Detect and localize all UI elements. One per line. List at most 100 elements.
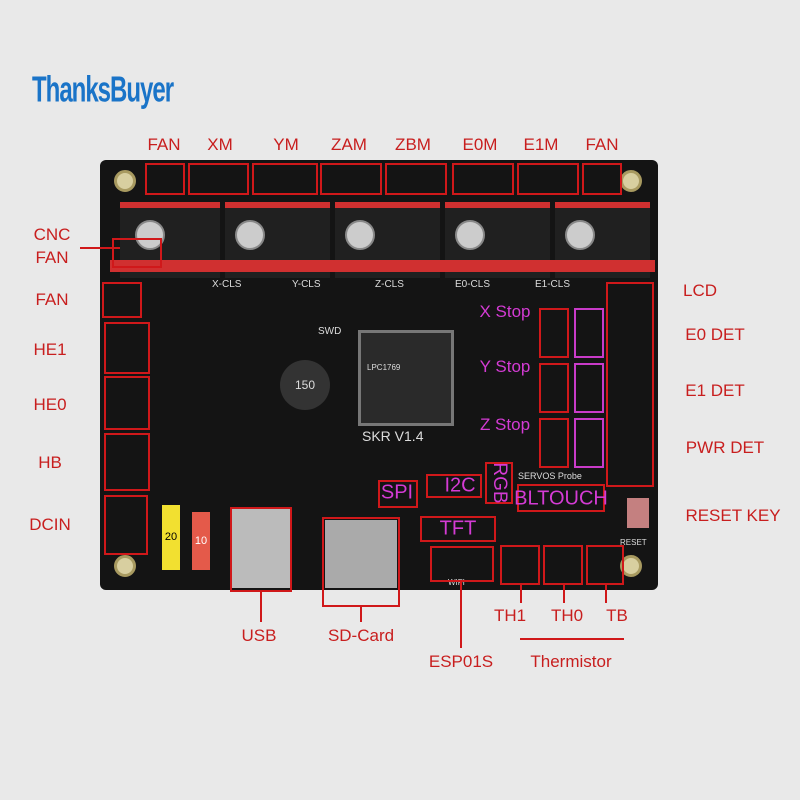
e0det-box [574, 308, 604, 358]
label-e1-det: E1 DET [685, 381, 745, 400]
usb-box [230, 507, 292, 592]
leader-line [260, 592, 262, 622]
capacitor [345, 220, 375, 250]
label-th1: TH1 [493, 606, 527, 625]
hb-box [104, 433, 150, 491]
label-pwr-det: PWR DET [685, 438, 765, 457]
label-hb: HB [38, 453, 62, 472]
label-he0: HE0 [33, 395, 67, 414]
label-lcd: LCD [682, 281, 718, 300]
label-x-stop: X Stop [479, 302, 531, 321]
label-cnc: CNC [33, 225, 71, 244]
chip-label: LPC1769 [367, 363, 401, 372]
bracket-line [520, 638, 624, 640]
e1m-connector-box [517, 163, 579, 195]
mcu-chip: LPC1769 [358, 330, 454, 426]
rgb-box [485, 462, 513, 504]
capacitor [565, 220, 595, 250]
silk-e0cls: E0-CLS [455, 279, 491, 290]
label-sd-card: SD-Card [327, 626, 395, 645]
usb-port[interactable] [232, 508, 290, 588]
ym-connector-box [252, 163, 318, 195]
label-ym: YM [273, 135, 299, 154]
silk-reset: RESET [620, 538, 647, 547]
label-tb: TB [606, 606, 628, 625]
label-fan-top: FAN [147, 135, 181, 154]
fan-connector-box [145, 163, 185, 195]
spi-box [378, 480, 418, 508]
inductor: 150 [280, 360, 330, 410]
mount-hole [114, 170, 136, 192]
silk-zcls: Z-CLS [375, 279, 404, 290]
label-fan-top-2: FAN [585, 135, 619, 154]
e1det-box [574, 363, 604, 413]
th0-box [543, 545, 583, 585]
label-dcin: DCIN [29, 515, 71, 534]
fuse-10a: 10 [192, 512, 210, 570]
zam-connector-box [320, 163, 382, 195]
zbm-connector-box [385, 163, 447, 195]
label-fan-left: FAN [35, 290, 69, 309]
pwrdet-box [574, 418, 604, 468]
e0m-connector-box [452, 163, 514, 195]
label-tft: TFT [439, 517, 477, 540]
fuse-20a: 20 [162, 505, 180, 570]
label-y-stop: Y Stop [479, 357, 531, 376]
esp-box [430, 546, 494, 582]
label-he1: HE1 [33, 340, 67, 359]
leader-line [460, 582, 462, 648]
label-esp01s: ESP01S [428, 652, 494, 671]
xstop-box [539, 308, 569, 358]
silk-wifi: WIFI [448, 578, 465, 587]
lcd-box [606, 282, 654, 487]
he0-box [104, 376, 150, 430]
dcin-box [104, 495, 148, 555]
label-e0-det: E0 DET [685, 325, 745, 344]
tb-box [586, 545, 624, 585]
leader-line [563, 585, 565, 603]
leader-line [360, 607, 362, 622]
label-spi: SPI [380, 481, 414, 504]
ystop-box [539, 363, 569, 413]
label-e0m: E0M [462, 135, 498, 154]
mount-hole [620, 555, 642, 577]
label-usb: USB [241, 626, 277, 645]
label-e1m: E1M [523, 135, 559, 154]
fan2-connector-box [582, 163, 622, 195]
label-th0: TH0 [550, 606, 584, 625]
he1-box [104, 322, 150, 374]
mount-hole [114, 555, 136, 577]
mount-hole [620, 170, 642, 192]
reset-button[interactable] [627, 498, 649, 528]
th1-box [500, 545, 540, 585]
label-zbm: ZBM [395, 135, 431, 154]
label-thermistor: Thermistor [530, 652, 612, 671]
label-rgb: RGB [489, 462, 510, 504]
brand-logo: ThanksBuyer [32, 70, 174, 111]
silk-xcls: X-CLS [212, 279, 242, 290]
board-version: SKR V1.4 [362, 428, 424, 444]
leader-line [80, 247, 120, 249]
zstop-box [539, 418, 569, 468]
label-cnc-fan: FAN [35, 248, 69, 267]
silk-ycls: Y-CLS [292, 279, 321, 290]
capacitor [235, 220, 265, 250]
sd-card-slot[interactable] [325, 520, 397, 588]
silk-e1cls: E1-CLS [535, 279, 571, 290]
silk-servos: SERVOS Probe [518, 471, 582, 481]
label-reset-key: RESET KEY [685, 506, 781, 525]
bltouch-box [517, 484, 605, 512]
capacitor [455, 220, 485, 250]
i2c-box [426, 474, 482, 498]
sd-box [322, 517, 400, 607]
label-zam: ZAM [331, 135, 367, 154]
leader-line [520, 585, 522, 603]
label-i2c: I2C [444, 474, 476, 497]
silk-swd: SWD [318, 326, 342, 337]
leader-line [605, 585, 607, 603]
label-bltouch: BLTOUCH [514, 487, 608, 510]
label-z-stop: Z Stop [479, 415, 531, 434]
cnc-fan-box [112, 238, 162, 268]
fan-left-box [102, 282, 142, 318]
jumper-strip [110, 260, 655, 272]
